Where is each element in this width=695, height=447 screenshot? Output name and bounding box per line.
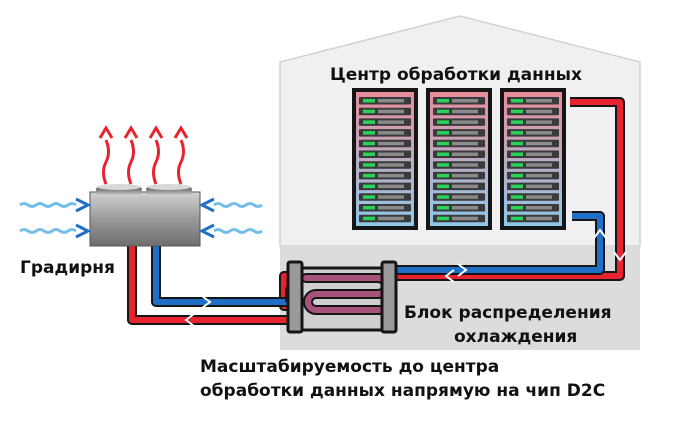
server-unit xyxy=(507,182,559,191)
server-unit xyxy=(359,150,411,158)
heat-plume-arrow xyxy=(98,125,114,185)
server-unit xyxy=(359,107,411,116)
flow-chevron xyxy=(444,269,455,283)
flow-chevron xyxy=(201,295,212,309)
server-unit xyxy=(433,171,485,180)
server-rack-icon xyxy=(426,88,492,230)
server-unit xyxy=(433,97,485,105)
flow-chevron xyxy=(593,228,607,239)
server-unit xyxy=(359,204,411,212)
server-unit xyxy=(507,139,559,148)
server-unit xyxy=(507,97,559,105)
server-unit xyxy=(433,193,485,201)
air-arrow-right xyxy=(198,197,263,213)
server-unit xyxy=(433,204,485,212)
air-arrow-left xyxy=(19,197,92,213)
flow-chevron xyxy=(184,313,195,327)
server-unit xyxy=(507,193,559,201)
server-unit xyxy=(433,118,485,126)
air-arrow-left xyxy=(19,223,92,239)
server-unit xyxy=(507,214,559,223)
air-arrow-right xyxy=(198,223,263,239)
caption-line1: Масштабируемость до центра xyxy=(200,357,499,377)
caption-line2: обработки данных напрямую на чип D2C xyxy=(200,381,605,401)
server-rack-icon xyxy=(500,88,566,230)
cdu-label-line1: Блок распределения xyxy=(404,303,612,323)
server-unit xyxy=(507,107,559,116)
datacenter-label: Центр обработки данных xyxy=(330,65,582,85)
server-unit xyxy=(359,161,411,169)
heat-plume-arrow xyxy=(123,125,139,185)
server-unit xyxy=(507,150,559,158)
cdu-label-line2: охлаждения xyxy=(454,327,577,347)
server-unit xyxy=(433,107,485,116)
heat-exchanger-icon xyxy=(286,260,398,334)
server-rack-icon xyxy=(352,88,418,230)
server-unit xyxy=(507,171,559,180)
flow-chevron xyxy=(457,263,468,277)
air-inflow-arrows xyxy=(19,197,263,239)
server-unit xyxy=(359,171,411,180)
cooling-tower-label: Градирня xyxy=(20,258,115,278)
server-unit xyxy=(507,118,559,126)
cooling-tower-icon xyxy=(89,184,201,247)
server-unit xyxy=(359,214,411,223)
server-unit xyxy=(507,161,559,169)
server-unit xyxy=(359,97,411,105)
flow-direction-arrows xyxy=(184,228,627,327)
server-unit xyxy=(507,204,559,212)
server-unit xyxy=(359,182,411,191)
server-unit xyxy=(433,182,485,191)
heat-plume-arrow xyxy=(148,125,164,185)
server-unit xyxy=(359,193,411,201)
server-racks xyxy=(352,88,566,230)
heat-plume-arrow xyxy=(173,125,189,185)
server-unit xyxy=(433,214,485,223)
server-unit xyxy=(359,118,411,126)
server-unit xyxy=(507,129,559,137)
heat-exhaust-arrows xyxy=(98,125,189,185)
flow-chevron xyxy=(613,251,627,262)
server-unit xyxy=(433,129,485,137)
server-unit xyxy=(433,139,485,148)
server-unit xyxy=(359,139,411,148)
server-unit xyxy=(433,150,485,158)
server-unit xyxy=(359,129,411,137)
server-unit xyxy=(433,161,485,169)
